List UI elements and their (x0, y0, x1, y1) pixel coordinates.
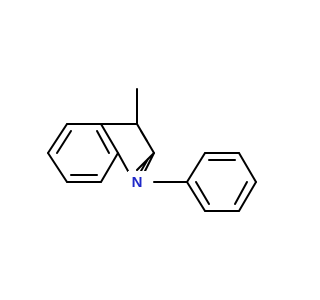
molecule-structure: N (47, 88, 257, 212)
bond-p4-p5-inner (234, 181, 248, 205)
molecule-structure-canvas: N (47, 88, 257, 212)
bond-p6-p1 (186, 181, 206, 212)
bond-c6-c7 (47, 152, 68, 183)
bond-p1-p2 (186, 152, 206, 183)
bond-c8a-c4a (100, 123, 119, 154)
nitrogen-atom-label: N (132, 174, 143, 191)
bond-c5-c6 (47, 123, 68, 154)
bond-n1-c8a (117, 152, 129, 172)
bond-c2-n1-inner (140, 158, 149, 172)
bond-p6-p1-inner (195, 181, 210, 205)
pyridine-ring (100, 123, 155, 172)
bond-p3-p4 (238, 152, 257, 183)
bond-c5-c6-inner (56, 130, 72, 154)
bond-c2-n1 (144, 152, 155, 172)
n-label-background (128, 171, 146, 191)
bond-p4-p5 (238, 181, 257, 212)
bond-c4-c3-inner (140, 130, 148, 142)
bond-c8-c8a (100, 152, 119, 183)
bond-c8a-c4a-inner (96, 130, 110, 154)
phenyl-ring (186, 152, 257, 212)
benzo-ring (47, 123, 119, 183)
